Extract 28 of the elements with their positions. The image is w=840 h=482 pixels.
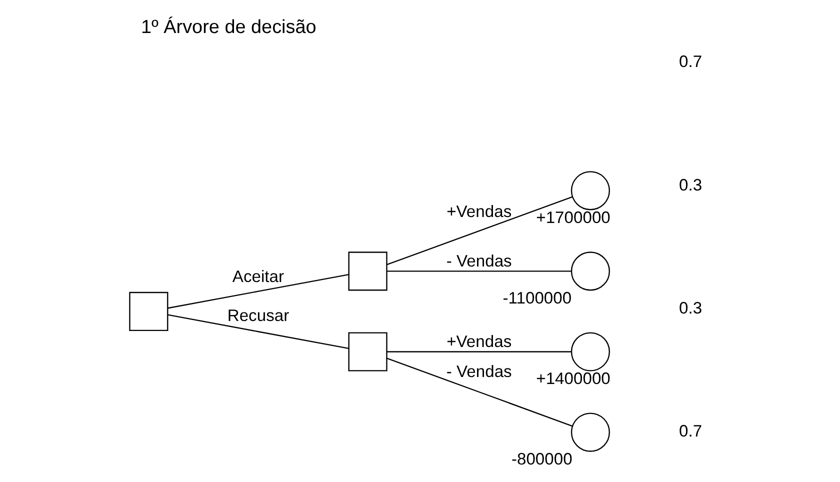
node-circle xyxy=(570,332,610,372)
connector xyxy=(167,274,348,309)
edge-label: Aceitar xyxy=(232,267,284,286)
node-circle xyxy=(570,252,610,291)
edge-label: Recusar xyxy=(226,306,289,326)
edge-label: - Vendas xyxy=(446,362,512,381)
label: 0.7 xyxy=(678,422,702,441)
label: 0.3 xyxy=(678,175,702,194)
connector xyxy=(386,196,572,266)
node-label: -1100000 xyxy=(502,288,572,308)
label: 0.7 xyxy=(678,52,702,72)
connector xyxy=(386,351,571,352)
node-box xyxy=(348,252,387,291)
node-circle xyxy=(570,171,610,210)
diagram-title: 1º Árvore de decisão xyxy=(140,16,316,38)
connector xyxy=(167,314,348,349)
edge-label: - Vendas xyxy=(446,252,512,271)
edge-label: +Vendas xyxy=(446,202,512,221)
node-label: +1400000 xyxy=(536,368,610,388)
edge-label: +Vendas xyxy=(446,332,512,352)
node-box xyxy=(348,332,387,372)
node-circle xyxy=(570,412,610,452)
label: 0.3 xyxy=(678,298,702,318)
node-label: +1700000 xyxy=(536,208,610,227)
connector xyxy=(386,358,572,427)
node-box xyxy=(128,292,168,332)
connector xyxy=(386,270,571,272)
node-label: -800000 xyxy=(510,449,572,468)
